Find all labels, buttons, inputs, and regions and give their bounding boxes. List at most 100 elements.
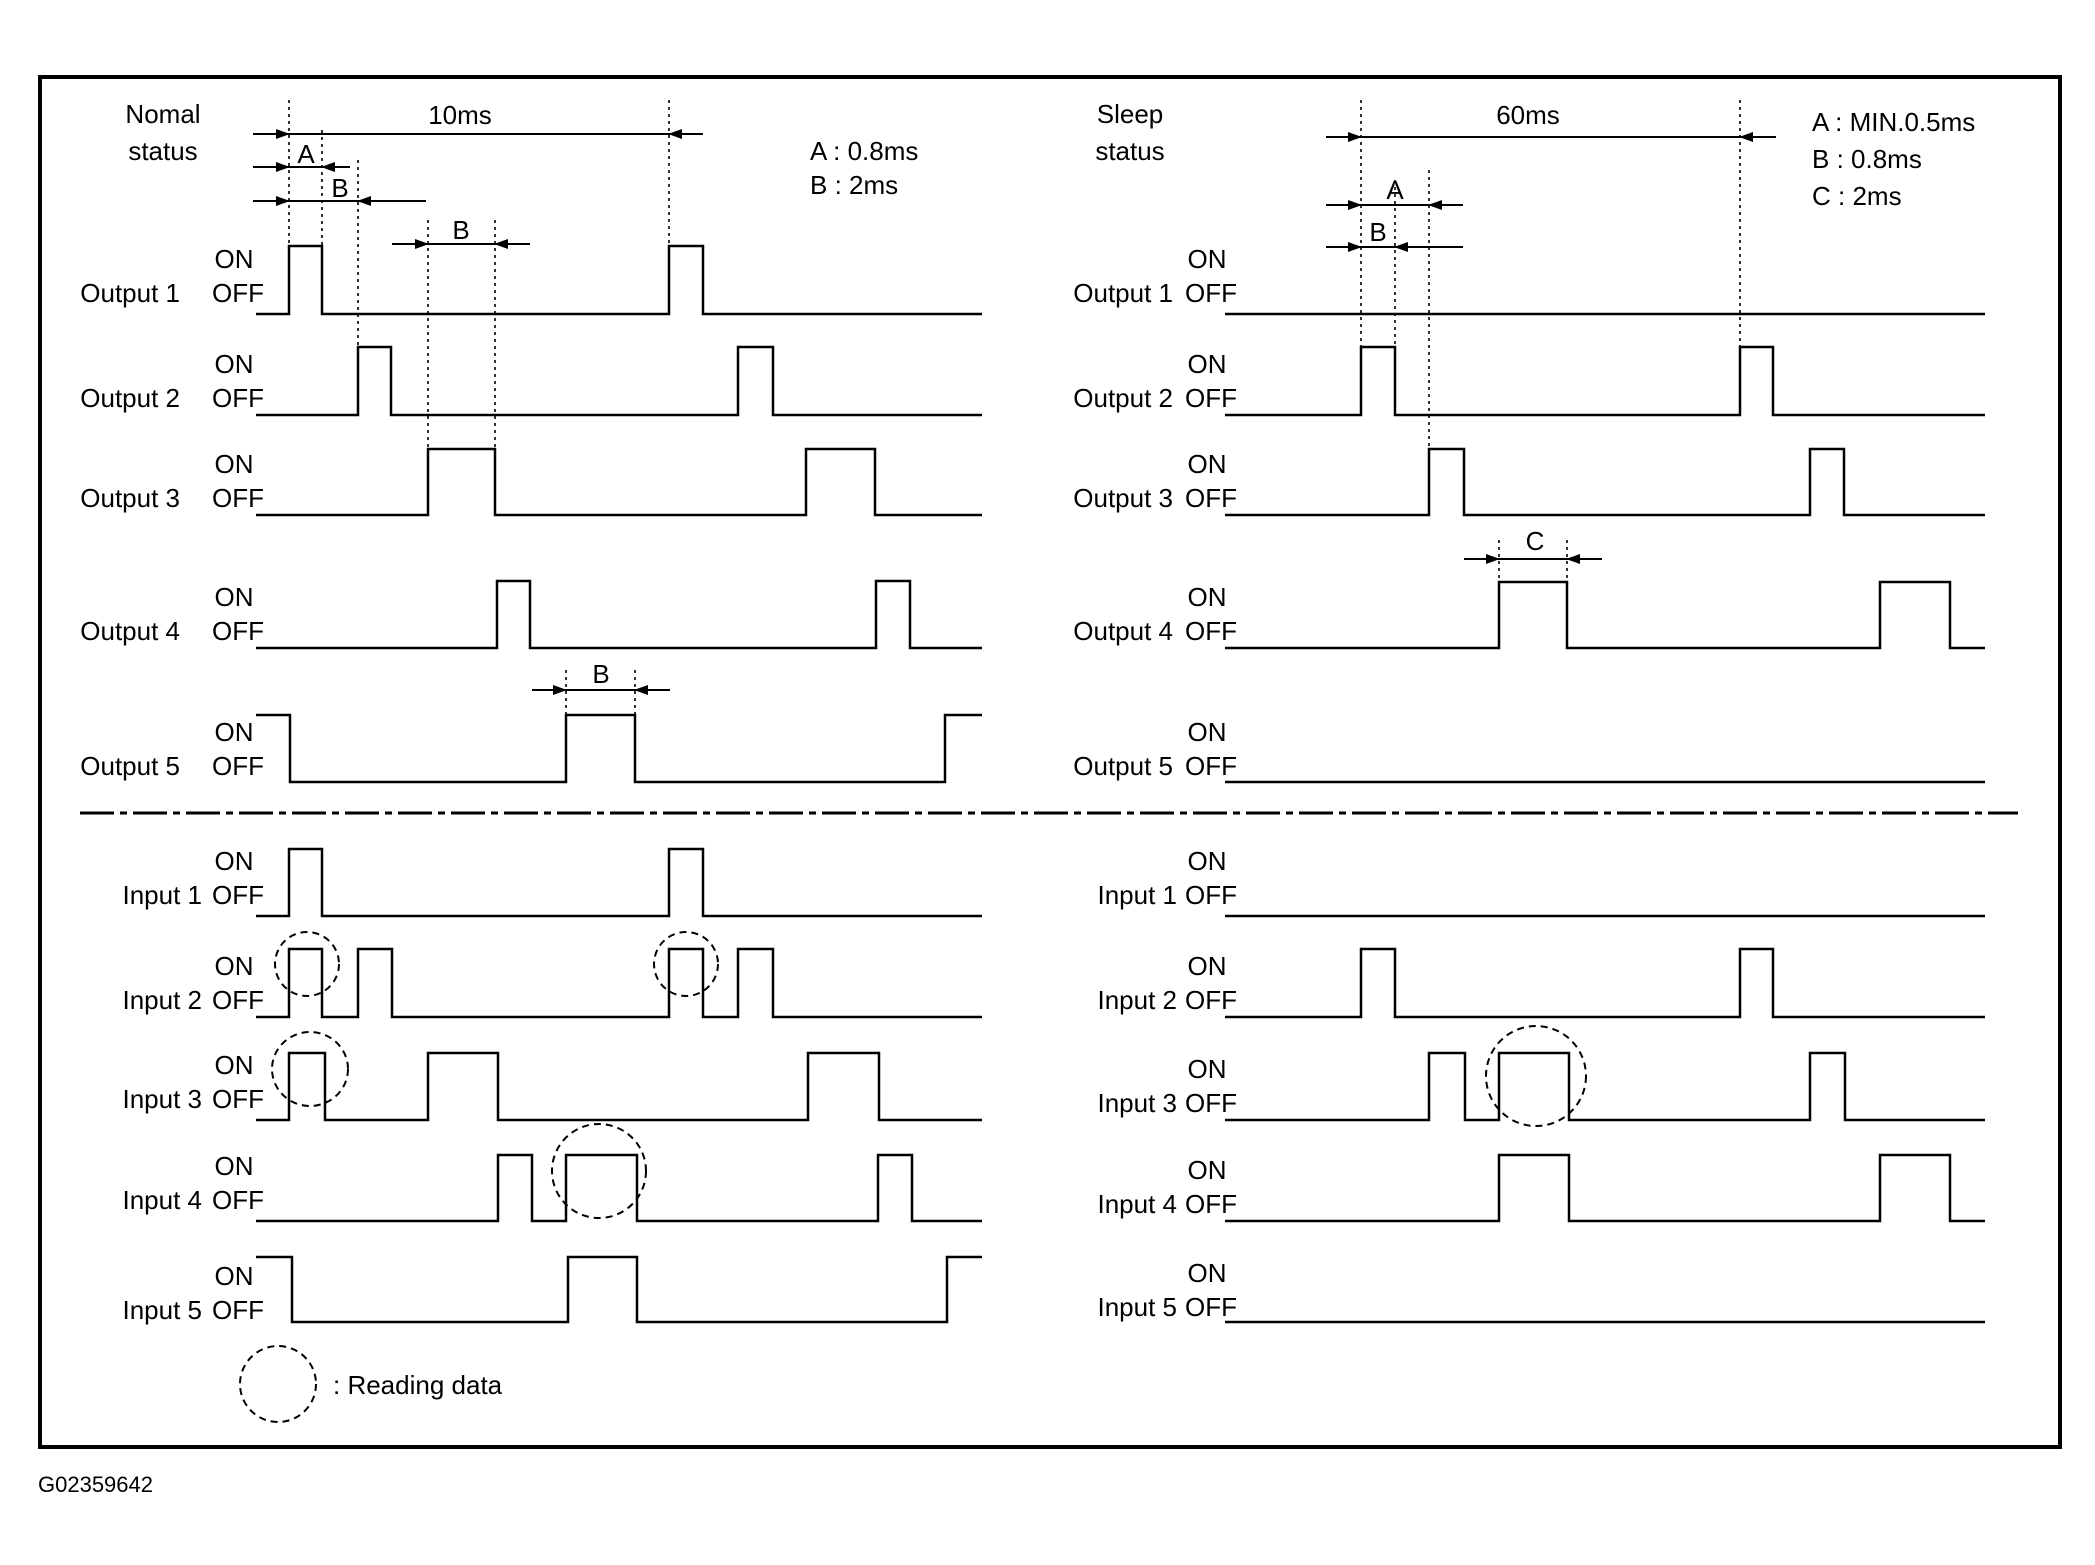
sleep-input-4-row: ON Input 4 OFF [1097, 1153, 1985, 1223]
sleep-input-2-label: Input 2 [1097, 985, 1177, 1015]
normal-output-5-signal [256, 713, 982, 784]
normal-input-1-off: OFF [212, 880, 264, 910]
reading-data-circle [274, 931, 340, 997]
sleep-input-3-off: OFF [1185, 1088, 1237, 1118]
normal-input-4-label: Input 4 [122, 1185, 202, 1215]
sleep-input-5-label: Input 5 [1097, 1292, 1177, 1322]
sleep-input-2-on: ON [1188, 951, 1227, 981]
normal-input-2-off: OFF [212, 985, 264, 1015]
normal-input-5-signal [256, 1255, 982, 1324]
sleep-output-1-on: ON [1188, 244, 1227, 274]
normal-output-2-signal [256, 345, 982, 417]
normal-input-4-signal [256, 1153, 982, 1223]
sleep-dim-b-label: B [1369, 217, 1386, 247]
normal-output-1-row: ON Output 1 OFF [80, 244, 982, 316]
normal-input-3-row: ON Input 3 OFF [122, 1050, 982, 1122]
sleep-input-1-on: ON [1188, 846, 1227, 876]
normal-output-1-label: Output 1 [80, 278, 180, 308]
sleep-period-label: 60ms [1496, 100, 1560, 130]
normal-input-3-signal [256, 1051, 982, 1122]
normal-input-2-row: ON Input 2 OFF [122, 947, 982, 1019]
normal-input-1-label: Input 1 [122, 880, 202, 910]
reading-data-legend-label: : Reading data [333, 1370, 503, 1400]
normal-input-3-label: Input 3 [122, 1084, 202, 1114]
sleep-output-3-label: Output 3 [1073, 483, 1173, 513]
sleep-legend-c: C : 2ms [1812, 181, 1902, 211]
normal-input-5-off: OFF [212, 1295, 264, 1325]
normal-input-3-on: ON [215, 1050, 254, 1080]
sleep-output-4-off: OFF [1185, 616, 1237, 646]
normal-dim-a-label: A [297, 139, 315, 169]
normal-output-4-signal [256, 579, 982, 650]
normal-legend-b: B : 2ms [810, 170, 898, 200]
sleep-output-3-off: OFF [1185, 483, 1237, 513]
normal-output-4-row: ON Output 4 OFF [80, 579, 982, 650]
sleep-output-2-signal [1225, 345, 1985, 417]
sleep-input-3-signal [1225, 1051, 1985, 1122]
normal-period-label: 10ms [428, 100, 492, 130]
normal-dim-b-output3-label: B [452, 215, 469, 245]
normal-dim-b-label: B [331, 173, 348, 203]
sleep-status-panel: Sleep status 60ms A : MIN.0.5ms B : 0.8m… [1073, 99, 1985, 1324]
sleep-output-3-on: ON [1188, 449, 1227, 479]
normal-output-2-row: ON Output 2 OFF [80, 345, 982, 417]
sleep-input-5-off: OFF [1185, 1292, 1237, 1322]
sleep-input-5-on: ON [1188, 1258, 1227, 1288]
normal-input-2-label: Input 2 [122, 985, 202, 1015]
sleep-output-2-off: OFF [1185, 383, 1237, 413]
normal-input-2-signal [256, 947, 982, 1019]
sleep-legend-b: B : 0.8ms [1812, 144, 1922, 174]
reading-data-legend-circle [239, 1345, 317, 1423]
normal-input-4-off: OFF [212, 1185, 264, 1215]
normal-input-2-on: ON [215, 951, 254, 981]
sleep-input-4-off: OFF [1185, 1189, 1237, 1219]
normal-output-1-signal [256, 244, 982, 316]
normal-dim-b-output5-label: B [592, 659, 609, 689]
normal-input-4-on: ON [215, 1151, 254, 1181]
normal-status-title: Nomal [125, 99, 200, 129]
figure-id: G02359642 [38, 1472, 153, 1497]
normal-output-5-off: OFF [212, 751, 264, 781]
sleep-input-3-row: ON Input 3 OFF [1097, 1051, 1985, 1122]
normal-status-panel: Nomal status 10ms A : 0.8ms B : 2ms A B … [80, 99, 982, 1325]
sleep-input-1-row: ON Input 1 OFF [1097, 846, 1985, 918]
sleep-status-title: Sleep [1097, 99, 1164, 129]
reading-data-circle [271, 1031, 349, 1107]
sleep-input-4-signal [1225, 1153, 1985, 1223]
reading-data-circle [1485, 1025, 1587, 1127]
sleep-output-4-label: Output 4 [1073, 616, 1173, 646]
normal-output-5-on: ON [215, 717, 254, 747]
sleep-output-5-off: OFF [1185, 751, 1237, 781]
sleep-status-subtitle: status [1095, 136, 1164, 166]
sleep-input-3-label: Input 3 [1097, 1088, 1177, 1118]
normal-input-1-row: ON Input 1 OFF [122, 846, 982, 918]
normal-output-4-on: ON [215, 582, 254, 612]
normal-input-1-on: ON [215, 846, 254, 876]
normal-output-4-label: Output 4 [80, 616, 180, 646]
sleep-dim-c-label: C [1526, 526, 1545, 556]
sleep-input-2-row: ON Input 2 OFF [1097, 947, 1985, 1019]
sleep-output-1-row: ON Output 1 OFF [1073, 244, 1985, 316]
sleep-input-3-on: ON [1188, 1054, 1227, 1084]
sleep-output-3-row: ON Output 3 OFF [1073, 447, 1985, 517]
sleep-input-1-label: Input 1 [1097, 880, 1177, 910]
normal-output-3-row: ON Output 3 OFF [80, 447, 982, 517]
sleep-input-2-signal [1225, 947, 1985, 1019]
sleep-output-4-row: ON Output 4 OFF [1073, 580, 1985, 650]
normal-input-5-on: ON [215, 1261, 254, 1291]
sleep-output-3-signal [1225, 447, 1985, 517]
sleep-output-1-off: OFF [1185, 278, 1237, 308]
sleep-input-4-label: Input 4 [1097, 1189, 1177, 1219]
normal-output-1-off: OFF [212, 278, 264, 308]
normal-output-3-off: OFF [212, 483, 264, 513]
reading-data-circle [653, 931, 719, 997]
sleep-input-5-row: ON Input 5 OFF [1097, 1258, 1985, 1324]
normal-output-2-label: Output 2 [80, 383, 180, 413]
normal-input-5-row: ON Input 5 OFF [122, 1255, 982, 1325]
normal-output-2-off: OFF [212, 383, 264, 413]
sleep-output-4-on: ON [1188, 582, 1227, 612]
sleep-output-2-row: ON Output 2 OFF [1073, 345, 1985, 417]
normal-output-2-on: ON [215, 349, 254, 379]
sleep-output-5-row: ON Output 5 OFF [1073, 717, 1985, 784]
